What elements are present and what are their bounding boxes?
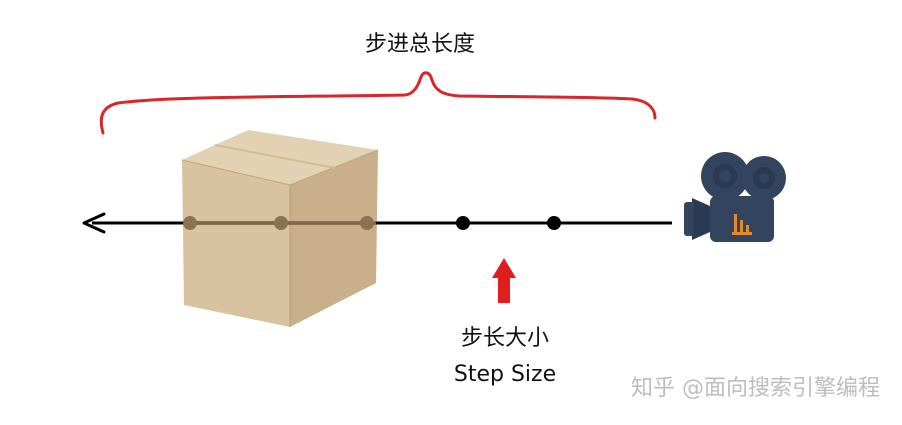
sample-point-inside-box — [360, 216, 374, 230]
step-size-label-cn: 步长大小 — [461, 326, 549, 351]
sample-points — [183, 216, 561, 230]
sample-point-inside-box — [183, 216, 197, 230]
sample-point-inside-box — [274, 216, 288, 230]
cardboard-box-icon — [181, 130, 379, 327]
up-arrow-icon — [492, 258, 516, 303]
step-size-label-en: Step Size — [454, 362, 556, 387]
watermark-text: 知乎 @面向搜索引擎编程 — [631, 376, 880, 401]
sample-point — [456, 216, 470, 230]
movie-camera-icon — [684, 152, 786, 242]
total-length-brace — [99, 71, 657, 135]
sample-point — [547, 216, 561, 230]
total-step-length-label: 步进总长度 — [365, 32, 475, 57]
ray-arrowhead — [82, 212, 106, 234]
